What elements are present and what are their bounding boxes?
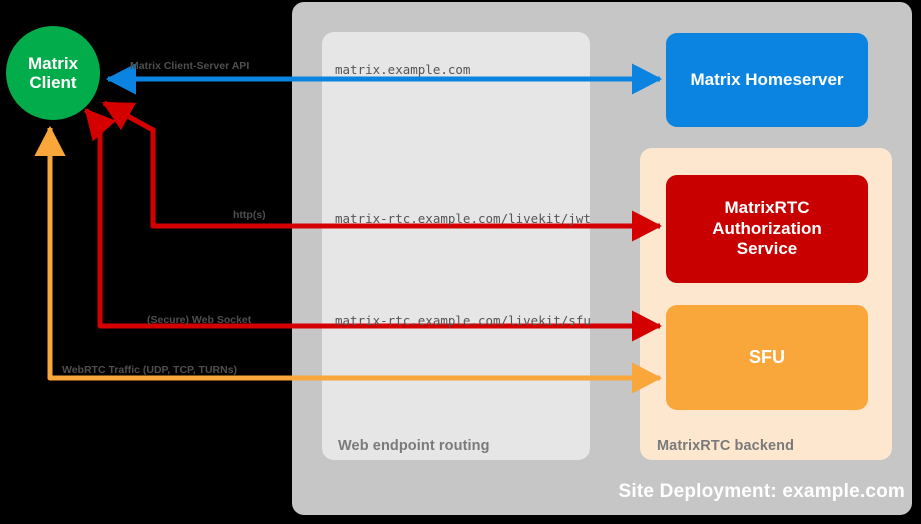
node-matrix-client[interactable]: Matrix Client bbox=[6, 26, 100, 120]
node-matrixrtc-authorization-service[interactable]: MatrixRTC Authorization Service bbox=[666, 175, 868, 283]
matrixrtc-backend-caption: MatrixRTC backend bbox=[657, 438, 795, 454]
site-deployment-caption: Site Deployment: example.com bbox=[618, 481, 905, 502]
route-label-livekit-jwt: matrix-rtc.example.com/livekit/jwt bbox=[335, 211, 591, 226]
web-endpoint-routing-panel bbox=[322, 32, 590, 460]
matrix-homeserver-label: Matrix Homeserver bbox=[690, 69, 844, 89]
route-label-matrix-example-com: matrix.example.com bbox=[335, 62, 471, 77]
auth-label-line3: Service bbox=[736, 239, 798, 259]
edge-label-websocket: (Secure) Web Socket bbox=[147, 314, 252, 326]
sfu-label: SFU bbox=[749, 346, 785, 367]
matrix-client-label-line2: Client bbox=[29, 73, 77, 92]
overlay-red-sfu-segment bbox=[84, 108, 663, 342]
edge-label-webrtc-traffic: WebRTC Traffic (UDP, TCP, TURNs) bbox=[62, 364, 238, 376]
route-label-livekit-sfu: matrix-rtc.example.com/livekit/sfu bbox=[335, 313, 591, 328]
matrix-client-label-line1: Matrix bbox=[27, 53, 79, 73]
node-matrix-homeserver[interactable]: Matrix Homeserver bbox=[666, 33, 868, 127]
auth-label-line2: Authorization bbox=[712, 218, 822, 238]
auth-label-line1: MatrixRTC bbox=[724, 198, 810, 218]
overlay-red-jwt-segment bbox=[102, 100, 663, 242]
edge-label-https: http(s) bbox=[233, 209, 266, 221]
web-endpoint-routing-caption: Web endpoint routing bbox=[338, 438, 490, 454]
edge-label-client-server-api: Matrix Client-Server API bbox=[130, 60, 250, 72]
node-sfu[interactable]: SFU bbox=[666, 305, 868, 410]
overlay-orange-segment bbox=[34, 125, 663, 394]
